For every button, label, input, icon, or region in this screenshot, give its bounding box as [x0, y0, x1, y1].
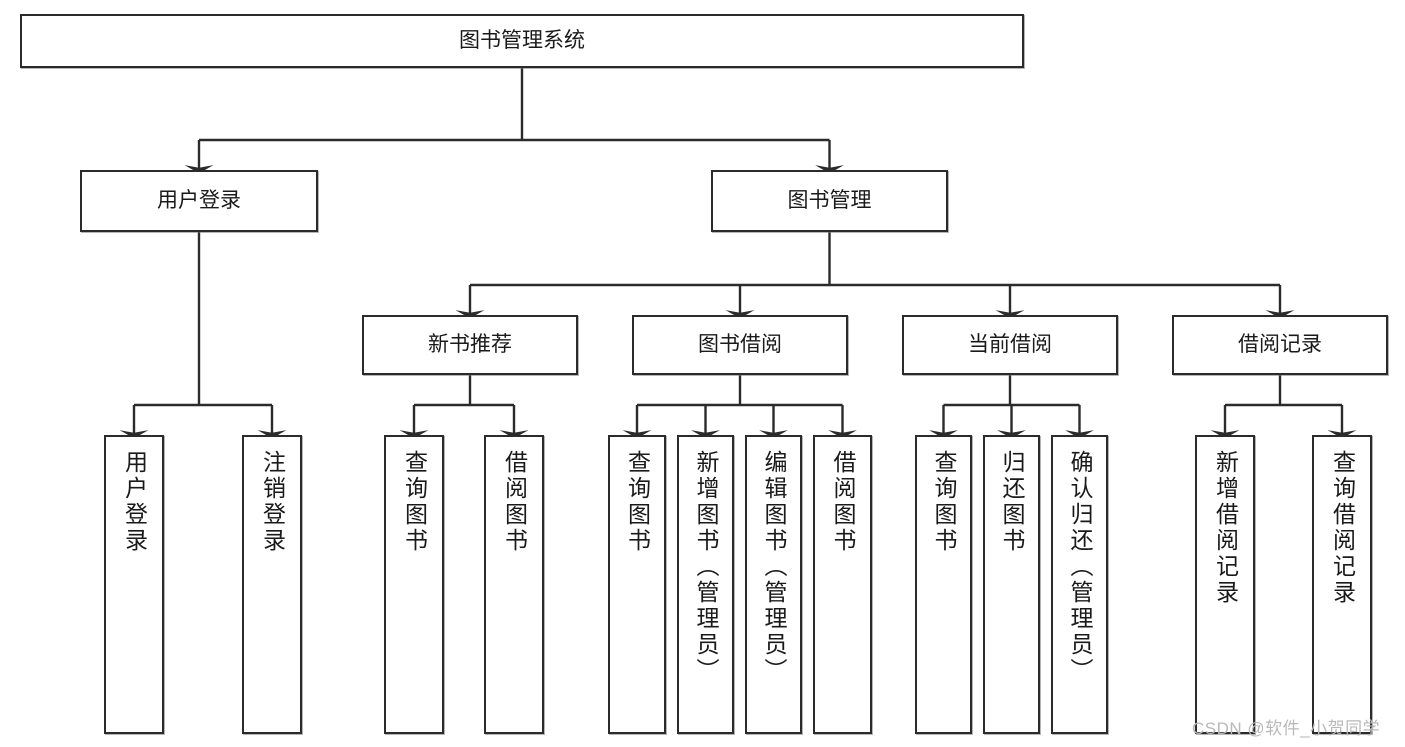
node-leaf-logout: 注销登录: [242, 435, 302, 734]
node-leaf-borrow-book-1: 借阅图书: [484, 435, 544, 734]
node-user-login: 用户登录: [80, 170, 318, 232]
node-label: 借阅记录: [1238, 332, 1322, 356]
node-label: 图书借阅: [698, 332, 782, 356]
node-leaf-confirm-return: 确认归还（管理员）: [1051, 435, 1108, 734]
watermark-text: CSDN @软件_小贺同学: [1192, 719, 1381, 738]
node-label: 用户登录: [121, 450, 148, 554]
node-new-book-rec: 新书推荐: [362, 315, 578, 375]
node-label: 注销登录: [259, 450, 286, 554]
node-label: 图书管理系统: [459, 28, 585, 52]
node-current-borrow: 当前借阅: [902, 315, 1118, 375]
node-label: 借阅图书: [501, 450, 528, 554]
node-leaf-add-book: 新增图书（管理员）: [677, 435, 734, 734]
node-leaf-query-record: 查询借阅记录: [1312, 435, 1372, 734]
node-leaf-user-login: 用户登录: [104, 435, 164, 734]
node-book-borrow: 图书借阅: [632, 315, 848, 375]
node-leaf-query-book-1: 查询图书: [384, 435, 444, 734]
node-label: 用户登录: [157, 188, 241, 212]
node-label: 新增图书（管理员）: [693, 450, 719, 684]
node-label: 归还图书: [999, 450, 1025, 554]
node-leaf-edit-book: 编辑图书（管理员）: [745, 435, 802, 734]
node-leaf-add-record: 新增借阅记录: [1195, 435, 1255, 734]
node-label: 确认归还（管理员）: [1067, 450, 1093, 684]
node-label: 借阅图书: [830, 450, 856, 554]
node-leaf-return-book: 归还图书: [983, 435, 1040, 734]
node-label: 编辑图书（管理员）: [761, 450, 787, 684]
node-book-manage: 图书管理: [711, 170, 948, 232]
node-label: 查询图书: [931, 450, 957, 554]
node-label: 查询图书: [624, 450, 651, 554]
node-label: 新书推荐: [428, 332, 512, 356]
node-label: 图书管理: [787, 188, 872, 212]
node-root: 图书管理系统: [20, 14, 1024, 68]
node-leaf-borrow-book-2: 借阅图书: [813, 435, 872, 734]
node-leaf-query-book-3: 查询图书: [915, 435, 972, 734]
node-label: 当前借阅: [968, 332, 1052, 356]
node-leaf-query-book-2: 查询图书: [608, 435, 666, 734]
node-label: 新增借阅记录: [1212, 450, 1239, 606]
node-label: 查询图书: [401, 450, 428, 554]
node-borrow-record: 借阅记录: [1172, 315, 1388, 375]
node-label: 查询借阅记录: [1329, 450, 1356, 606]
